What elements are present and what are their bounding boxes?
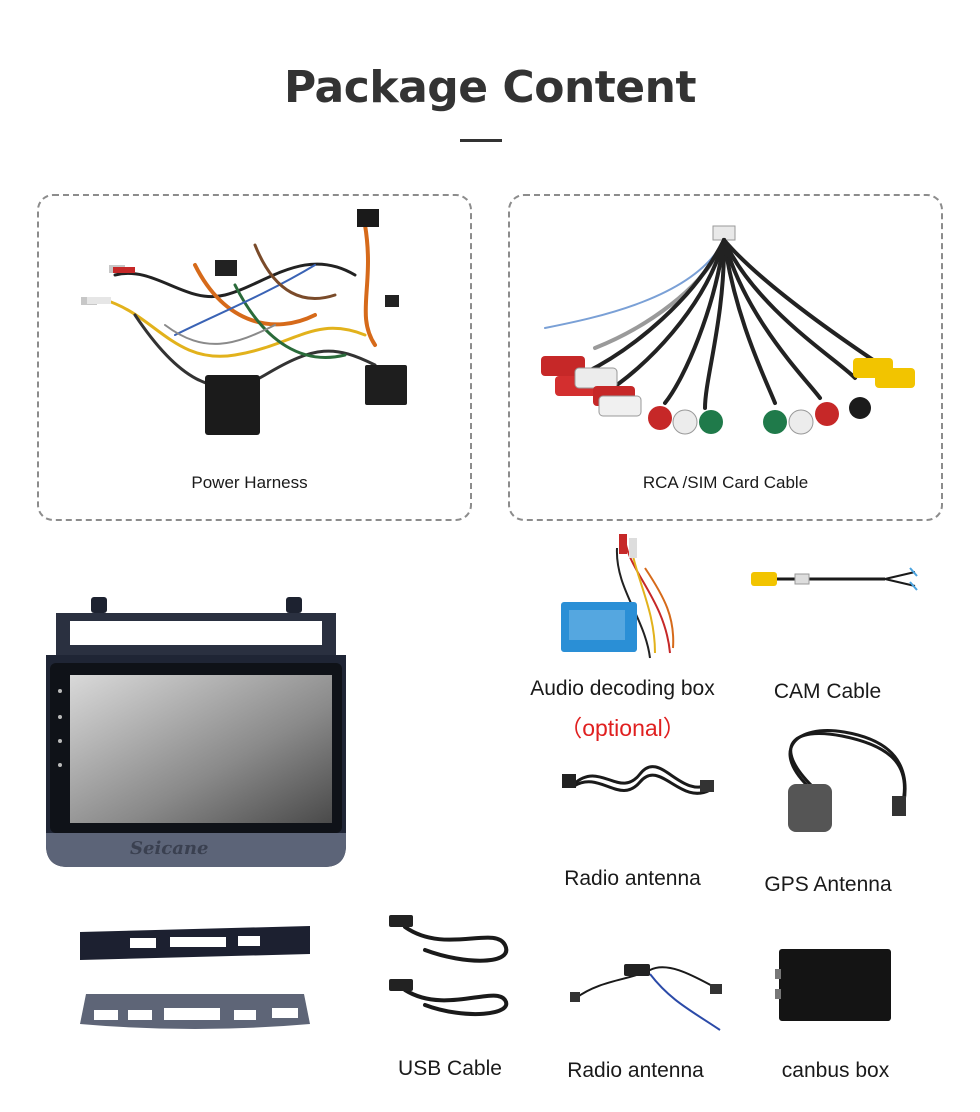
brand-logo: Seicane — [130, 838, 208, 859]
cam-cable-image — [751, 567, 918, 591]
radio-antenna-2-label: Radio antenna — [567, 1059, 704, 1082]
page-title: Package Content — [283, 62, 697, 113]
title-underline — [460, 139, 502, 142]
gps-antenna-image — [788, 729, 907, 832]
usb-cable-label: USB Cable — [398, 1057, 502, 1080]
head-unit-image: Seicane — [46, 597, 346, 867]
bezel-strip-top-image — [80, 926, 310, 960]
power-harness-panel — [37, 194, 472, 521]
canbus-box-image — [775, 949, 891, 1021]
usb-cable-image — [389, 915, 509, 1016]
radio-antenna-1-label: Radio antenna — [564, 867, 701, 890]
cam-cable-label: CAM Cable — [773, 680, 882, 703]
rca-cable-image — [541, 225, 915, 435]
power-harness-image — [81, 209, 407, 435]
rca-cable-label: RCA /SIM Card Cable — [642, 473, 809, 492]
gps-antenna-label: GPS Antenna — [764, 873, 892, 896]
bezel-strip-bottom-image — [80, 994, 310, 1029]
power-harness-label: Power Harness — [191, 473, 308, 492]
audio-decoding-box-label: Audio decoding box — [530, 677, 715, 700]
rca-cable-panel — [508, 194, 943, 521]
audio-decoding-box-image — [561, 534, 675, 659]
radio-antenna-2-image — [570, 964, 722, 1031]
canbus-box-label: canbus box — [781, 1059, 890, 1082]
optional-note: （optional） — [559, 715, 686, 741]
radio-antenna-1-image — [562, 765, 714, 795]
